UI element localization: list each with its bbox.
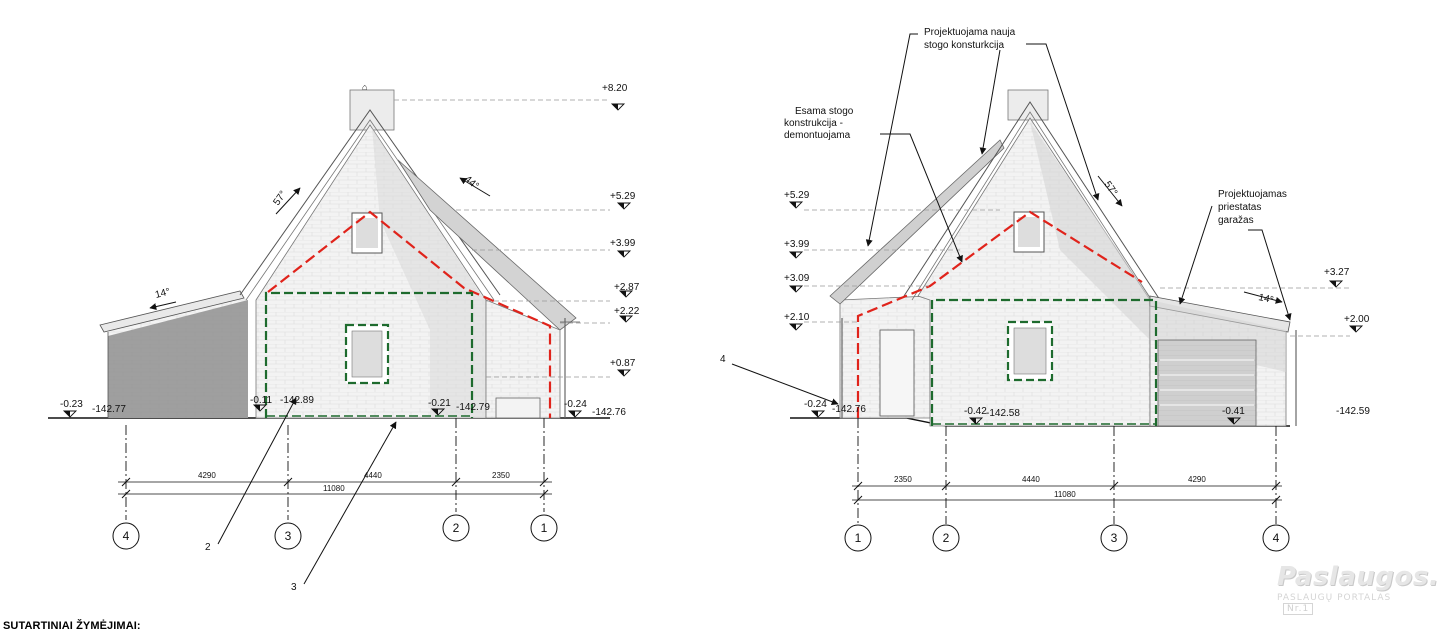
dim-r-4440: 4440: [1022, 475, 1040, 484]
axis-lines-right: [857, 418, 1277, 524]
dim-r-4290: 4290: [1188, 475, 1206, 484]
red-dashed-roof: [267, 210, 552, 418]
note-existing-roof-2: konstrukcija -: [784, 118, 843, 129]
axis-lines: [125, 418, 545, 520]
watermark: Paslaugos.lt PASLAUGŲ PORTALASNr.1: [1277, 562, 1440, 615]
axis-r-1: 1: [855, 531, 862, 545]
callout-3: 3: [291, 582, 297, 593]
svg-text:⌂: ⌂: [362, 82, 367, 92]
dim-4440: 4440: [364, 471, 382, 480]
ground-abs-1: -142.77: [92, 404, 126, 415]
dimension-chain: 4290 4440 2350 11080: [118, 471, 552, 499]
watermark-logo: Paslaugos.lt: [1277, 562, 1440, 592]
callout-4-group: 4: [720, 354, 839, 406]
level-lines-right: [804, 209, 1350, 337]
axis-2: 2: [453, 521, 460, 535]
callout-4: 4: [720, 354, 726, 365]
ground-abs-4: -142.76: [592, 407, 626, 418]
axis-r-2: 2: [943, 531, 950, 545]
axis-1: 1: [541, 521, 548, 535]
ground-abs-3: -142.79: [456, 402, 490, 413]
right-elevation: +5.29 +3.99 +3.09 +2.10 +3.27 +2.00 57° …: [720, 27, 1370, 552]
left-annex: [99, 290, 248, 418]
slope-r-14: 14°: [1257, 292, 1274, 306]
dim-r-total: 11080: [1054, 490, 1076, 499]
ground-r-level-1: -0.24: [804, 399, 827, 410]
ground-level-3: -0.21: [428, 398, 451, 409]
level-820: +8.20: [602, 83, 628, 94]
axis-r-3: 3: [1111, 531, 1118, 545]
right-left-annex: [829, 139, 1005, 419]
level-399: +3.99: [610, 238, 636, 249]
dim-4290: 4290: [198, 471, 216, 480]
slope-14: 14°: [154, 287, 171, 301]
slope-marks-right: 57° 14°: [1097, 175, 1283, 306]
level-r-309: +3.09: [784, 273, 810, 284]
axis-r-4: 4: [1273, 531, 1280, 545]
legend-title: SUTARTINIAI ŽYMĖJIMAI:: [3, 620, 141, 632]
right-lower-roof: [397, 159, 580, 419]
ground-abs-2: -142.89: [280, 395, 314, 406]
ground-marks-right: -0.24 -142.76 -0.42 -142.58 -0.41 -142.5…: [804, 399, 1370, 425]
dim-total: 11080: [323, 484, 345, 493]
note-garage-3: garažas: [1218, 215, 1254, 226]
level-r-529: +5.29: [784, 190, 810, 201]
level-r-399: +3.99: [784, 239, 810, 250]
red-dashed-roof-right: [856, 210, 1143, 418]
ground-r-level-3: -0.41: [1222, 406, 1245, 417]
axis-bubbles: 4 3 2 1: [112, 514, 558, 550]
garage-door: [1157, 339, 1257, 427]
ground-level-1: -0.23: [60, 399, 83, 410]
level-529: +5.29: [610, 191, 636, 202]
watermark-tagline-row: PASLAUGŲ PORTALASNr.1: [1277, 593, 1417, 615]
ground-marks: -0.23 -142.77 -0.11 -142.89 -0.21 -142.7…: [60, 395, 626, 418]
ground-r-abs-2: -142.58: [986, 408, 1020, 419]
level-marks: +8.20 +5.29 +3.99 +2.87 +2.22 +0.87: [602, 83, 640, 377]
ground-r-abs-3: -142.59: [1336, 406, 1370, 417]
ground-level-2: -0.11: [250, 395, 272, 406]
level-marks-right: +5.29 +3.99 +3.09 +2.10 +3.27 +2.00: [784, 190, 1370, 333]
note-existing-roof-3: demontuojama: [784, 130, 851, 141]
right-main-gable: [903, 101, 1161, 427]
dim-2350: 2350: [492, 471, 510, 480]
door: [879, 329, 915, 417]
slope-r-57: 57°: [1102, 179, 1120, 198]
axis-bubbles-right: 1 2 3 4: [844, 524, 1290, 552]
annotation-notes: Projektuojama nauja stogo konsturkcija E…: [784, 27, 1292, 321]
level-r-327: +3.27: [1324, 267, 1350, 278]
level-087: +0.87: [610, 358, 636, 369]
ground-r-abs-1: -142.76: [832, 404, 866, 415]
level-r-210: +2.10: [784, 312, 810, 323]
note-new-roof-1: Projektuojama nauja: [924, 27, 1016, 38]
level-222: +2.22: [614, 306, 640, 317]
dim-r-2350: 2350: [894, 475, 912, 484]
level-lines: [394, 99, 610, 378]
note-garage-2: priestatas: [1218, 202, 1261, 213]
axis-3: 3: [285, 529, 292, 543]
ground-level-4: -0.24: [564, 399, 587, 410]
level-287: +2.87: [614, 282, 640, 293]
dimension-chain-right: 2350 4440 4290 11080: [852, 475, 1282, 505]
ground-r-level-2: -0.42: [964, 406, 987, 417]
garage-annex: [1149, 295, 1297, 427]
note-new-roof-2: stogo konsturkcija: [924, 40, 1004, 51]
level-r-200: +2.00: [1344, 314, 1370, 325]
note-existing-roof-1: Esama stogo: [795, 106, 854, 117]
axis-4: 4: [123, 529, 130, 543]
callouts: 2 3: [205, 397, 397, 593]
chimney: [349, 89, 395, 131]
callout-2: 2: [205, 542, 211, 553]
watermark-tagline: PASLAUGŲ PORTALAS: [1277, 593, 1392, 603]
left-elevation: ⌂: [48, 82, 640, 593]
green-dashed-volume: [264, 291, 474, 418]
note-garage-1: Projektuojamas: [1218, 189, 1287, 200]
watermark-badge: Nr.1: [1283, 603, 1314, 615]
slope-57: 57°: [271, 189, 289, 208]
green-dashed-volume-right: [930, 298, 1158, 426]
